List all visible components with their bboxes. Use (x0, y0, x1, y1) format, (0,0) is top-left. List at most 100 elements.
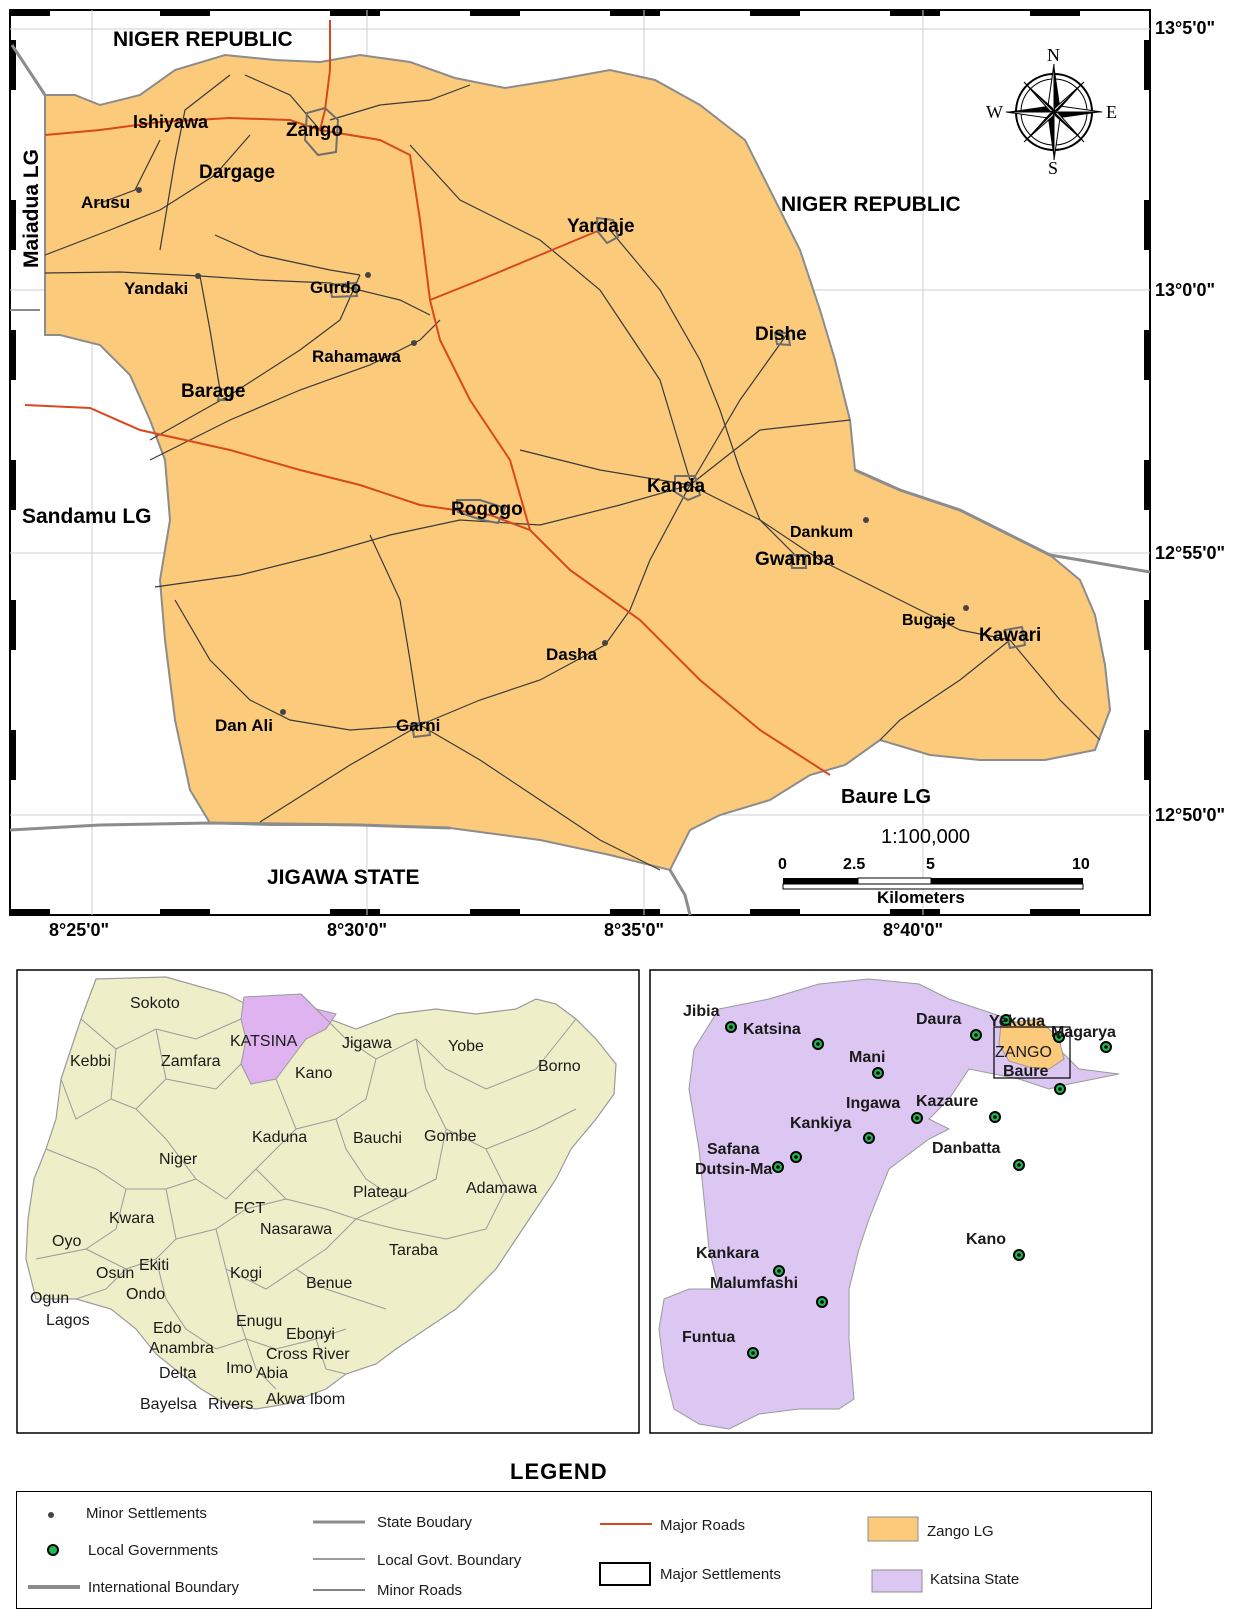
state-rivers: Rivers (208, 1396, 254, 1413)
settlement-zango: Zango (286, 120, 343, 141)
main-map (9, 9, 1151, 916)
settlement-kawari: Kawari (979, 625, 1042, 646)
major-settlements-symbol (599, 1562, 651, 1586)
state-delta: Delta (159, 1365, 197, 1382)
scale-tick-2-5: 2.5 (843, 856, 866, 873)
state-sokoto: Sokoto (130, 995, 180, 1012)
state-niger: Niger (159, 1151, 198, 1168)
state-taraba: Taraba (389, 1242, 438, 1259)
lg-magarya: Magarya (1051, 1024, 1116, 1041)
lat-label-2: 13°0'0" (1155, 280, 1216, 300)
zango-lg-symbol (867, 1516, 919, 1542)
state-cross-river: Cross River (266, 1346, 350, 1363)
major-roads (24, 20, 831, 776)
state-ondo: Ondo (126, 1286, 166, 1303)
state-kebbi: Kebbi (70, 1053, 111, 1070)
state-gombe: Gombe (424, 1128, 477, 1145)
settlement-arusu: Arusu (81, 193, 131, 212)
lg-malumfashi: Malumfashi (710, 1275, 799, 1292)
compass-s: S (1048, 158, 1059, 178)
state-borders (35, 993, 577, 1390)
lg-baure: Baure (1003, 1063, 1049, 1080)
zango-inset-area (998, 1018, 1065, 1070)
settlement-dargage: Dargage (199, 162, 276, 183)
lg-yekoua: Yekoua (989, 1013, 1046, 1030)
lg-ingawa: Ingawa (846, 1095, 901, 1112)
state-oyo: Oyo (52, 1233, 82, 1250)
state-fct: FCT (234, 1200, 266, 1217)
state-kano: Kano (295, 1065, 333, 1082)
settlement-barage: Barage (181, 381, 246, 402)
state-adamawa: Adamawa (466, 1180, 538, 1197)
frame-ticks (10, 10, 1150, 915)
lon-label-2: 8°30'0" (327, 920, 388, 940)
settlement-dishe: Dishe (755, 324, 807, 345)
lon-label-3: 8°35'0" (604, 920, 665, 940)
compass-w: W (986, 102, 1003, 122)
state-bayelsa: Bayelsa (140, 1396, 197, 1413)
local-government-symbol (47, 1544, 59, 1556)
settlement-dan-ali: Dan Ali (215, 716, 273, 735)
settlement-rahamawa: Rahamawa (312, 347, 401, 366)
legend-state-boundary: State Boudary (377, 1514, 473, 1531)
settlement-rogogo: Rogogo (451, 499, 523, 520)
lat-label-3: 12°55'0" (1155, 543, 1226, 563)
state-anambra: Anambra (149, 1340, 214, 1357)
state-lagos: Lagos (46, 1312, 90, 1329)
scale-tick-5: 5 (926, 856, 935, 873)
settlement-garni: Garni (396, 716, 441, 735)
label-sandamu: Sandamu LG (22, 505, 152, 528)
settlement-bugaje: Bugaje (902, 612, 956, 629)
label-niger-top: NIGER REPUBLIC (113, 28, 293, 51)
legend-local-governments: Local Governments (88, 1542, 219, 1559)
scale-ratio: 1:100,000 (881, 826, 970, 848)
state-enugu: Enugu (236, 1313, 283, 1330)
lg-funtua: Funtua (682, 1329, 736, 1346)
legend-katsina-state: Katsina State (930, 1571, 1020, 1588)
lg-danbatta: Danbatta (932, 1140, 1001, 1157)
state-benue: Benue (306, 1275, 353, 1292)
state-nasarawa: Nasarawa (260, 1221, 333, 1238)
lg-kano: Kano (966, 1231, 1006, 1248)
state-ebonyi: Ebonyi (286, 1326, 335, 1343)
label-baure-lg: Baure LG (841, 786, 932, 808)
legend-title: LEGEND (510, 1459, 608, 1484)
scale-tick-0: 0 (778, 856, 787, 873)
settlement-gurdo: Gurdo (310, 278, 361, 297)
label-maiadua: Maiadua LG (20, 148, 43, 268)
label-niger-right: NIGER REPUBLIC (781, 193, 961, 216)
nigeria-map (16, 969, 640, 1434)
state-osun: Osun (96, 1265, 135, 1282)
state-jigawa: Jigawa (342, 1035, 392, 1052)
state-borno: Borno (538, 1058, 581, 1075)
minor-settlement-symbol (48, 1512, 54, 1518)
scale-tick-10: 10 (1072, 856, 1090, 873)
boundaries (9, 44, 1151, 916)
label-jigawa-state: JIGAWA STATE (267, 866, 420, 889)
lg-jibia: Jibia (683, 1003, 720, 1020)
lg-safana: Safana (707, 1141, 760, 1158)
lg-dutsin-ma: Dutsin-Ma (695, 1161, 773, 1178)
zango-lg-area (44, 53, 1112, 872)
lon-label-4: 8°40'0" (883, 920, 944, 940)
lg-katsina: Katsina (743, 1021, 801, 1038)
nigeria-outline (25, 976, 617, 1410)
state-yobe: Yobe (448, 1038, 484, 1055)
legend-zango-lg: Zango LG (927, 1523, 994, 1540)
legend-local-govt-boundary: Local Govt. Boundary (377, 1552, 522, 1569)
compass-e: E (1106, 102, 1117, 122)
settlement-kanda: Kanda (647, 476, 706, 497)
state-plateau: Plateau (353, 1184, 408, 1201)
lg-daura: Daura (916, 1011, 962, 1028)
lg-zango: ZANGO (995, 1044, 1052, 1061)
lat-label-4: 12°50'0" (1155, 805, 1226, 825)
zango-inset-box (993, 1026, 1071, 1079)
katsina-state-symbol (871, 1569, 923, 1593)
scale-bar (782, 877, 1084, 890)
state-bauchi: Bauchi (353, 1130, 402, 1147)
lon-label-1: 8°25'0" (49, 920, 110, 940)
state-zamfara: Zamfara (161, 1053, 221, 1070)
legend-major-roads: Major Roads (660, 1517, 746, 1534)
settlement-gwamba: Gwamba (755, 549, 835, 570)
settlement-ishiyawa: Ishiyawa (133, 112, 209, 132)
